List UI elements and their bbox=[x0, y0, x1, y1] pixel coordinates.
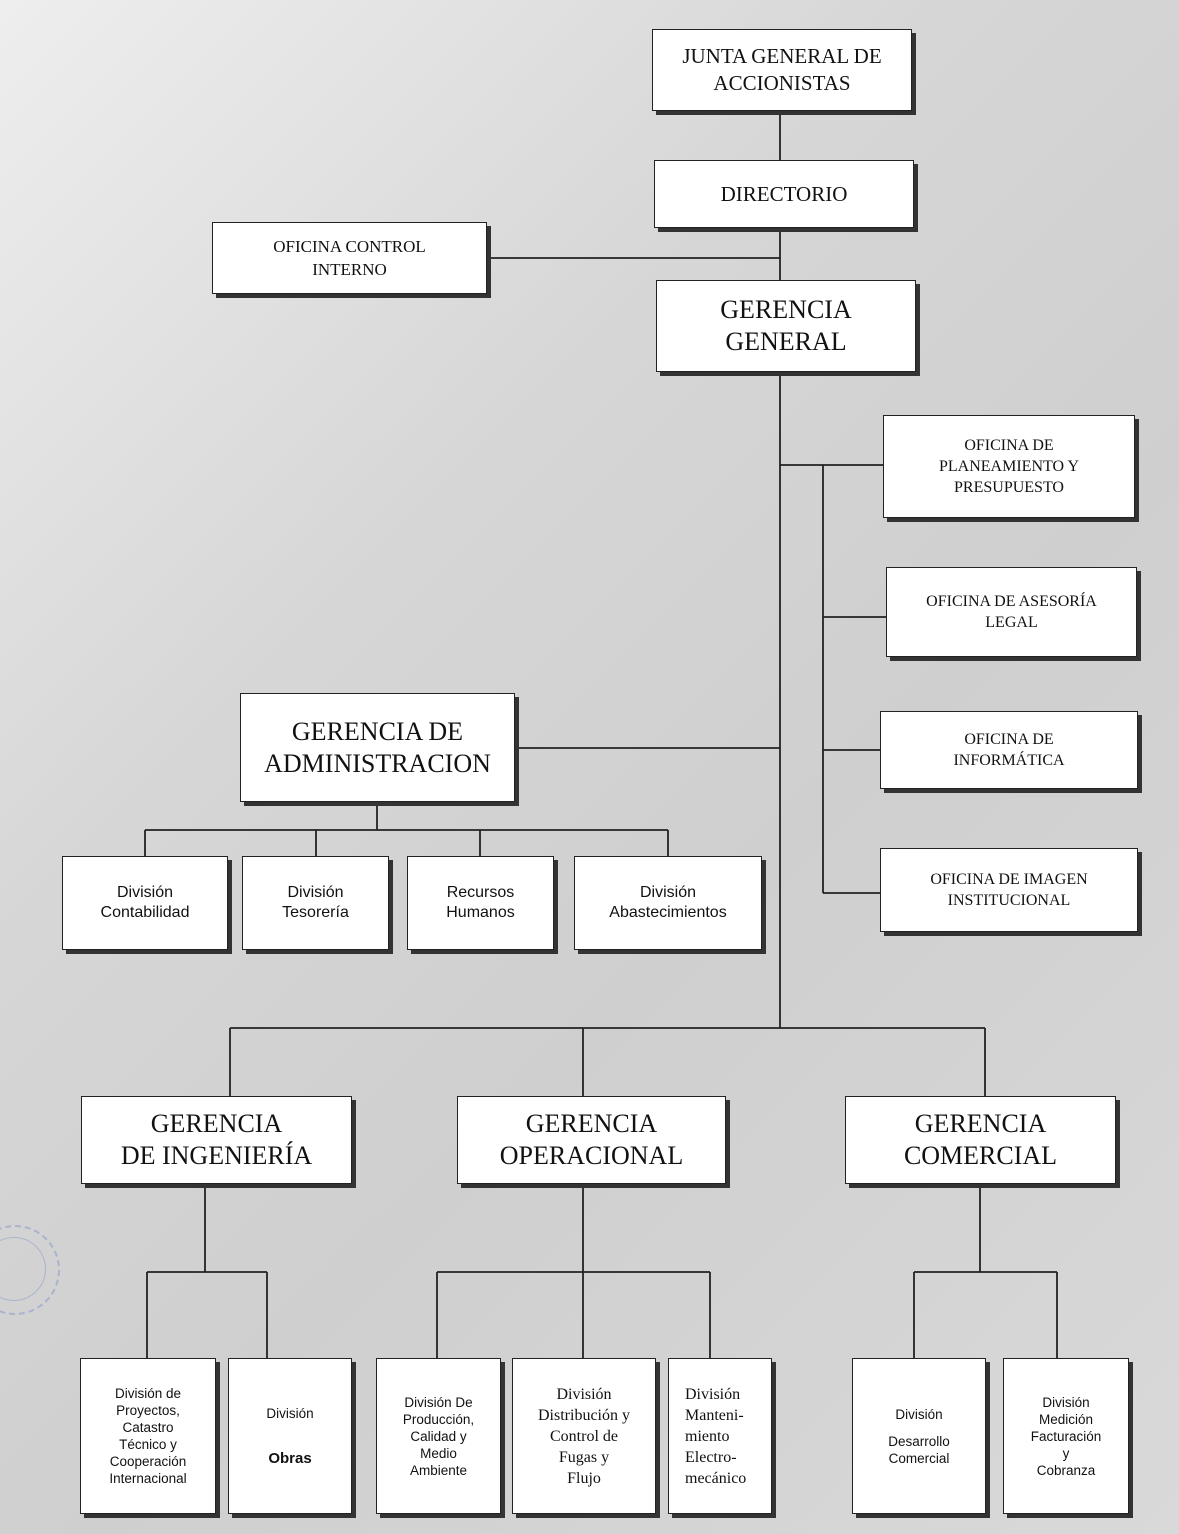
node-division-medicion-facturacion: División Medición Facturación y Cobranza bbox=[1003, 1358, 1129, 1514]
division-desarrollo-label: División bbox=[895, 1406, 943, 1422]
node-division-tesoreria: División Tesorería bbox=[242, 856, 389, 950]
node-oficina-imagen-institucional: OFICINA DE IMAGEN INSTITUCIONAL bbox=[880, 848, 1138, 932]
node-division-distribucion-fugas: División Distribución y Control de Fugas… bbox=[512, 1358, 656, 1514]
division-desarrollo-name: Desarrollo Comercial bbox=[888, 1433, 950, 1466]
node-junta-general-accionistas: JUNTA GENERAL DE ACCIONISTAS bbox=[652, 29, 912, 111]
node-oficina-informatica: OFICINA DE INFORMÁTICA bbox=[880, 711, 1138, 789]
node-oficina-control-interno: OFICINA CONTROL INTERNO bbox=[212, 222, 487, 294]
node-directorio: DIRECTORIO bbox=[654, 160, 914, 228]
node-division-proyectos-catastro: División de Proyectos, Catastro Técnico … bbox=[80, 1358, 216, 1514]
node-gerencia-operacional: GERENCIA OPERACIONAL bbox=[457, 1096, 726, 1184]
node-division-obras: División Obras bbox=[228, 1358, 352, 1514]
node-division-mantenimiento: División Manteni- miento Electro- mecáni… bbox=[668, 1358, 772, 1514]
node-recursos-humanos: Recursos Humanos bbox=[407, 856, 554, 950]
node-gerencia-comercial: GERENCIA COMERCIAL bbox=[845, 1096, 1116, 1184]
node-division-contabilidad: División Contabilidad bbox=[62, 856, 228, 950]
node-gerencia-administracion: GERENCIA DE ADMINISTRACION bbox=[240, 693, 515, 802]
node-oficina-planeamiento-presupuesto: OFICINA DE PLANEAMIENTO Y PRESUPUESTO bbox=[883, 415, 1135, 518]
node-division-abastecimientos: División Abastecimientos bbox=[574, 856, 762, 950]
node-division-desarrollo-comercial: División Desarrollo Comercial bbox=[852, 1358, 986, 1514]
node-oficina-asesoria-legal: OFICINA DE ASESORÍA LEGAL bbox=[886, 567, 1137, 657]
node-gerencia-general: GERENCIA GENERAL bbox=[656, 280, 916, 372]
division-obras-label: División bbox=[266, 1406, 314, 1421]
node-gerencia-ingenieria: GERENCIA DE INGENIERÍA bbox=[81, 1096, 352, 1184]
node-division-produccion-calidad: División De Producción, Calidad y Medio … bbox=[376, 1358, 501, 1514]
division-obras-name: Obras bbox=[268, 1450, 312, 1467]
